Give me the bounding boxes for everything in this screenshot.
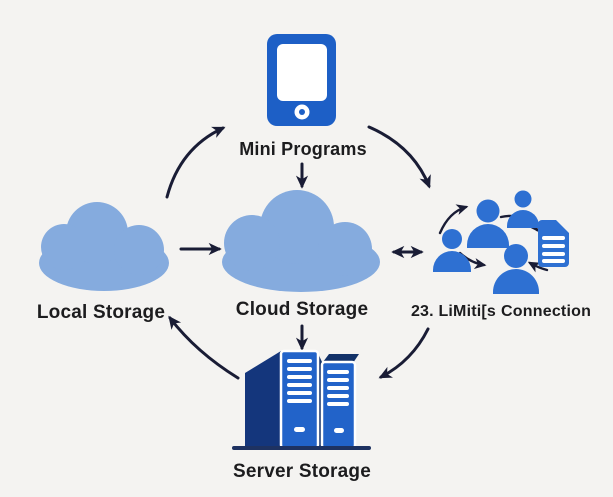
server-storage-label: Server Storage: [233, 461, 371, 482]
cloud-storage-cloud-icon: [222, 190, 380, 292]
user-network-database-icon: [433, 190, 570, 294]
arrow-mini-to-connection-icon: [367, 125, 431, 189]
server-left-side-panel: [245, 351, 281, 448]
database-file-icon: [538, 219, 570, 267]
smartphone-icon: [267, 34, 336, 126]
cloud-storage-label: Cloud Storage: [235, 299, 369, 320]
link-left-to-top-user-icon: [438, 204, 469, 235]
user-bottom-icon: [493, 244, 539, 294]
arrow-connection-to-server-icon: [378, 327, 430, 379]
connection-label-bold: Connection: [501, 303, 592, 320]
arrow-server-to-local-icon: [168, 315, 240, 380]
connection-label-prefix: 23. LiMiti[s: [410, 303, 497, 320]
user-left-icon: [433, 229, 471, 272]
server-left-vents: [287, 359, 312, 432]
server-towers-icon: [232, 349, 371, 450]
user-top-right-icon: [507, 190, 539, 228]
local-storage-label: Local Storage: [36, 302, 166, 323]
server-right-vents: [327, 370, 349, 433]
mini-programs-label: Mini Programs: [239, 139, 367, 159]
local-storage-cloud-icon: [39, 202, 169, 291]
link-database-to-bottom-user-icon: [527, 261, 549, 273]
flow-arrows: [165, 125, 431, 380]
user-top-icon: [467, 199, 509, 248]
server-baseline: [232, 446, 371, 450]
arrow-local-to-mini-icon: [165, 126, 226, 199]
